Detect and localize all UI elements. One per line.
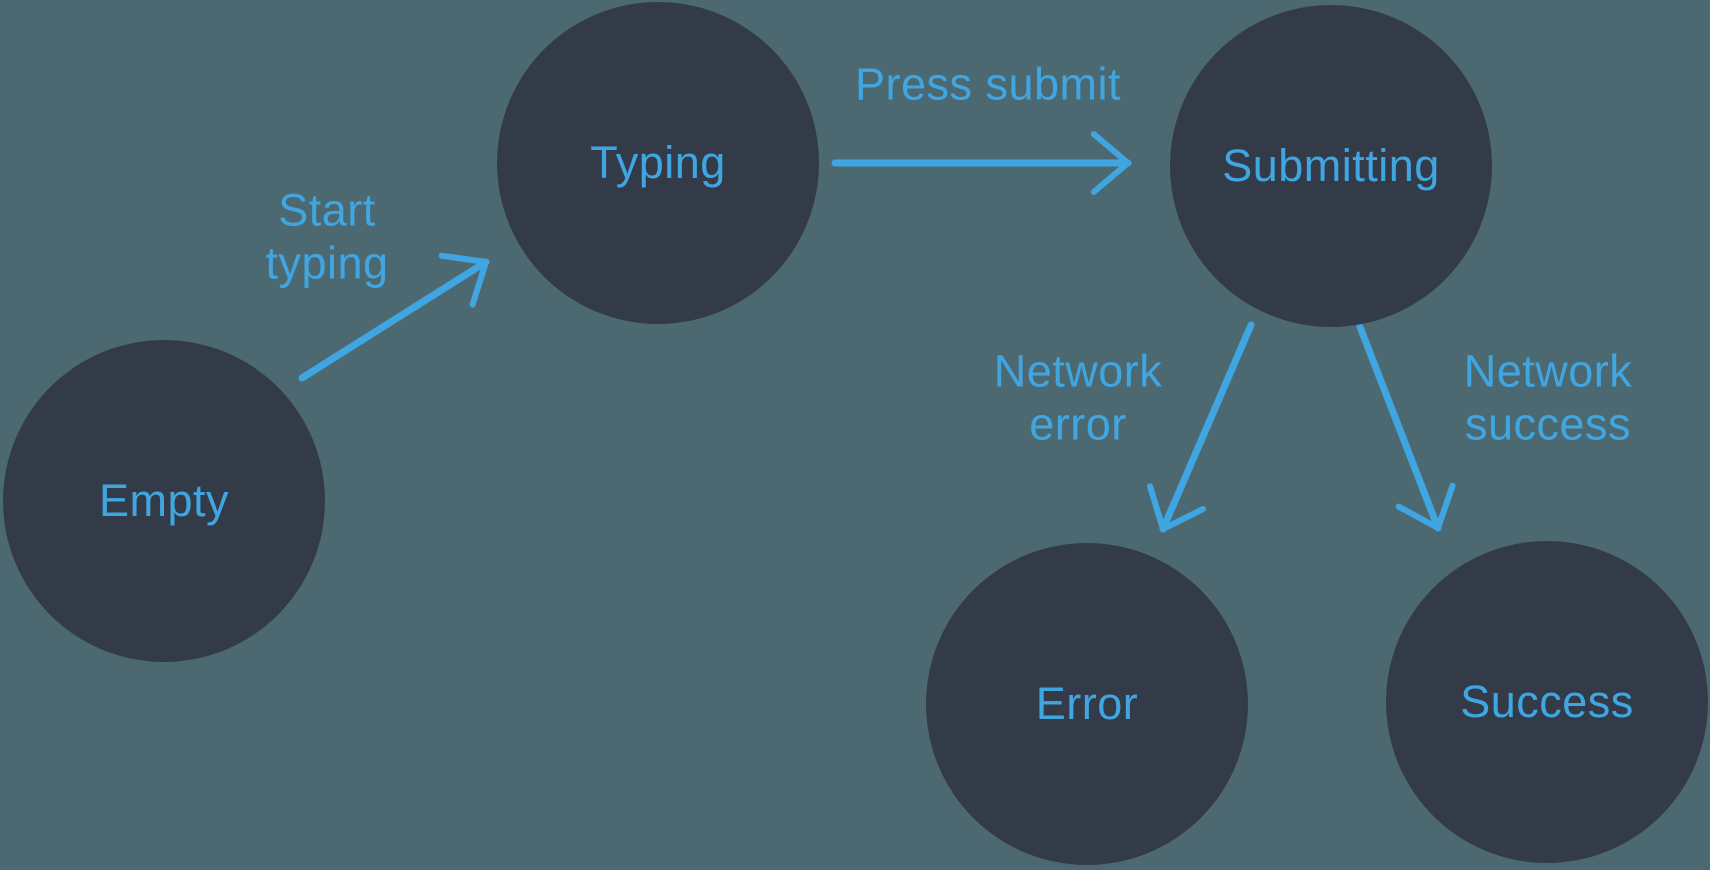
state-node-typing: Typing [497, 2, 819, 324]
state-node-empty: Empty [3, 340, 325, 662]
state-node-submitting: Submitting [1170, 5, 1492, 327]
state-label-success: Success [1460, 676, 1634, 727]
edge-label-network-success: Network success [1463, 345, 1633, 449]
state-label-empty: Empty [98, 475, 230, 526]
state-label-typing: Typing [590, 137, 726, 188]
state-label-error: Error [1035, 678, 1139, 729]
arrow-submitting-to-success [1356, 323, 1456, 532]
state-node-success: Success [1386, 541, 1708, 863]
edge-label-network-error: Network error [993, 345, 1163, 449]
edge-label-start-typing: Start typing [265, 184, 389, 288]
state-label-submitting: Submitting [1222, 140, 1440, 191]
edge-label-press-submit: Press submit [854, 58, 1122, 110]
state-node-error: Error [926, 543, 1248, 865]
